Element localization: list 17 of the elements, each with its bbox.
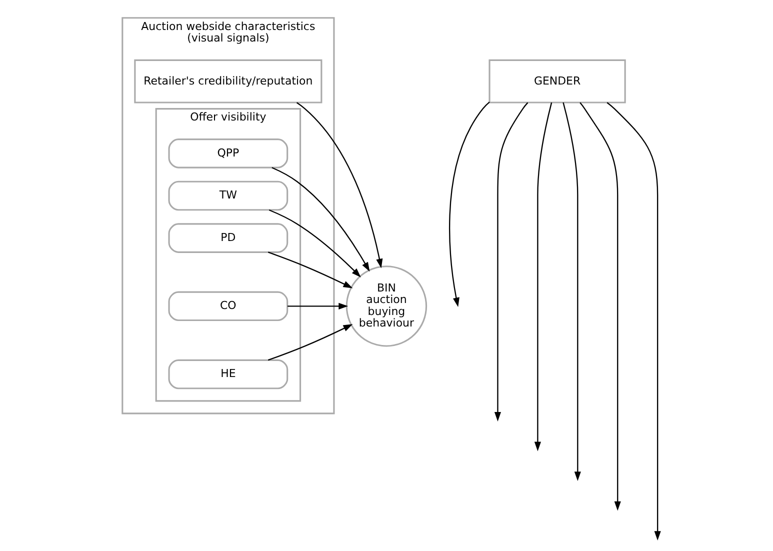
node-box: HE — [168, 359, 288, 390]
node-box: TW — [168, 180, 288, 211]
node-box: CO — [168, 291, 288, 322]
arrow — [534, 102, 552, 452]
node-box: PD — [168, 223, 288, 253]
node-box: QPP — [168, 138, 288, 168]
arrow — [579, 102, 620, 511]
node-box: Retailer's credibility/reputation — [134, 59, 322, 104]
arrow — [267, 252, 352, 288]
arrow — [494, 102, 528, 422]
arrow — [287, 302, 348, 310]
node-box: GENDER — [488, 59, 626, 104]
node-circle: BIN auction buying behaviour — [345, 266, 427, 347]
arrow — [562, 102, 580, 481]
arrow — [448, 102, 490, 308]
arrow — [606, 102, 660, 541]
arrow — [267, 324, 352, 361]
